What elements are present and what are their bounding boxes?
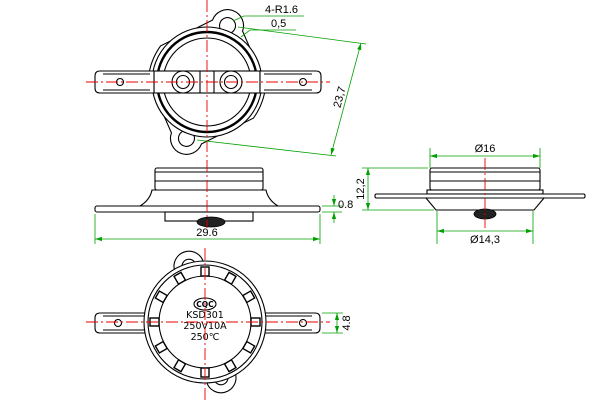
terminal-right-ridge xyxy=(264,73,312,91)
bimetal-notch xyxy=(241,290,256,304)
bottom-view: CQC KSD301 250V10A 250℃ 4.8 xyxy=(86,248,353,400)
bottom-terminal-right xyxy=(259,312,321,334)
height-label: 12,2 xyxy=(355,178,367,199)
terminal-left-ridge xyxy=(103,73,150,91)
length-label: 29.6 xyxy=(196,227,217,239)
bimetal-notch xyxy=(223,358,237,373)
front-plate xyxy=(94,205,321,213)
thickness-callout: 0,5 xyxy=(271,18,286,30)
terminal-width-label: 4.8 xyxy=(341,315,353,330)
bottom-terminal-left-hole xyxy=(113,318,123,328)
bottom-terminal-left xyxy=(94,312,151,334)
thickness-callout-leader xyxy=(240,29,296,38)
bottom-terminal-right-hole xyxy=(298,318,308,328)
side-plate xyxy=(374,193,586,199)
hole-spacing-dimension-line xyxy=(330,42,362,156)
bimetal-notch xyxy=(154,290,169,304)
bimetal-notch xyxy=(154,340,169,354)
front-sensor-cap xyxy=(196,216,226,228)
rating-marking: 250V10A xyxy=(183,321,227,332)
front-flare xyxy=(138,189,280,207)
plate-thickness-label: 0.8 xyxy=(338,199,353,211)
bimetal-notch xyxy=(173,358,187,373)
right-side-view: Ø16 12,2 Ø14,3 xyxy=(355,143,586,246)
bimetal-notch xyxy=(173,271,187,286)
bottom-terminal-left-ridge xyxy=(103,315,145,331)
front-side-view: 0.8 29.6 xyxy=(94,160,353,244)
bimetal-notch xyxy=(223,271,237,286)
bimetal-notch xyxy=(241,340,256,354)
hole-spacing-extension-bottom xyxy=(196,139,337,157)
terminal-left xyxy=(94,70,155,94)
top-view: 4-R1.6 0,5 23,7 xyxy=(86,0,367,162)
hole-spacing-extension-top xyxy=(237,26,367,45)
hole-spacing-label: 23,7 xyxy=(332,85,349,109)
bottom-diameter-label: Ø14,3 xyxy=(470,234,500,246)
front-body xyxy=(154,167,264,191)
front-body-lines xyxy=(155,171,263,182)
bottom-terminal-right-ridge xyxy=(265,315,312,331)
radius-callout-leader xyxy=(232,15,304,22)
top-diameter-label: Ø16 xyxy=(475,143,496,155)
radius-callout: 4-R1.6 xyxy=(265,4,298,16)
